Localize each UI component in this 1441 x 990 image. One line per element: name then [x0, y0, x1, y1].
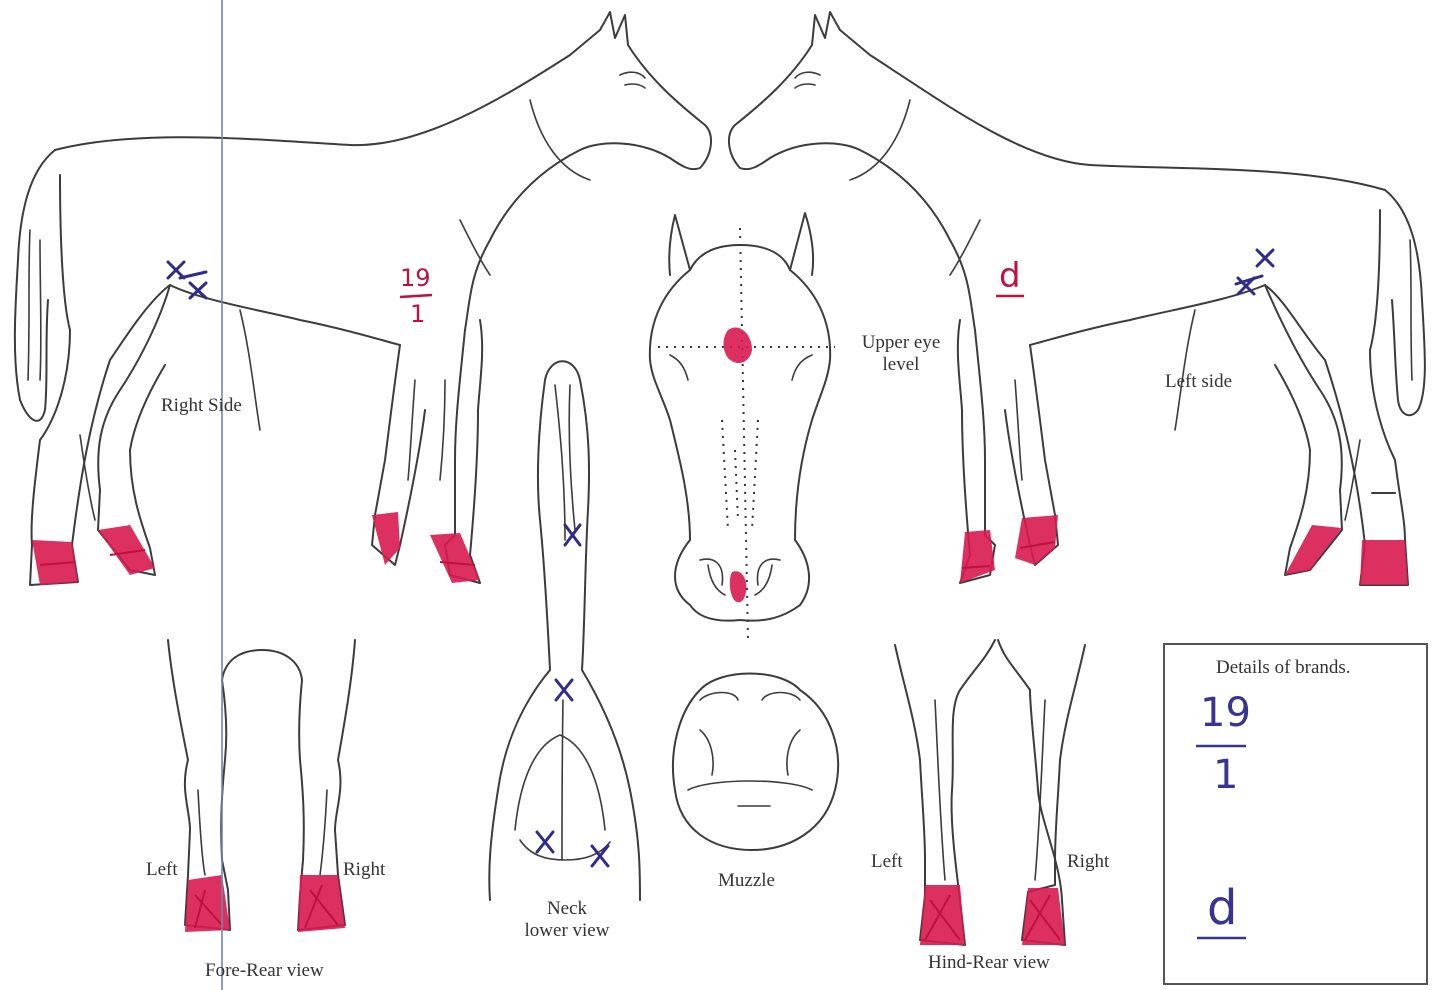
muzzle-view	[673, 674, 838, 851]
brands-box-brand1-bottom: 1	[1213, 752, 1238, 798]
neck-label-line2: lower view	[512, 920, 622, 942]
fore-rear-view	[168, 0, 355, 990]
left-side-label: Left side	[1165, 371, 1232, 393]
neck-lower-view	[489, 361, 640, 900]
hind-right-label: Right	[1067, 851, 1109, 873]
brands-box-title: Details of brands.	[1216, 657, 1351, 679]
brands-box-brand1-top: 19	[1200, 690, 1251, 736]
muzzle-label: Muzzle	[718, 870, 775, 892]
right-side-brand-mark	[400, 295, 432, 297]
left-side-brand: d	[999, 256, 1021, 296]
hind-rear-view	[895, 640, 1085, 945]
fore-rear-view-label: Fore-Rear view	[205, 960, 324, 982]
upper-eye-level-line2: level	[848, 354, 954, 376]
upper-eye-level-line1: Upper eye	[848, 332, 954, 354]
fore-left-label: Left	[146, 859, 178, 881]
neck-lower-view-label: Neck lower view	[512, 898, 622, 942]
right-side-horse	[15, 12, 711, 585]
left-side-horse	[729, 12, 1425, 585]
right-side-brand-top: 19	[400, 264, 431, 292]
brands-box-brand2: d	[1207, 880, 1237, 936]
upper-eye-level-label: Upper eye level	[848, 332, 954, 376]
hind-rear-view-label: Hind-Rear view	[928, 952, 1050, 974]
fore-right-label: Right	[343, 859, 385, 881]
hind-left-label: Left	[871, 851, 903, 873]
right-side-label: Right Side	[161, 395, 242, 417]
right-side-brand-bottom: 1	[410, 300, 425, 328]
neck-label-line1: Neck	[512, 898, 622, 920]
face-front-view	[650, 213, 835, 640]
